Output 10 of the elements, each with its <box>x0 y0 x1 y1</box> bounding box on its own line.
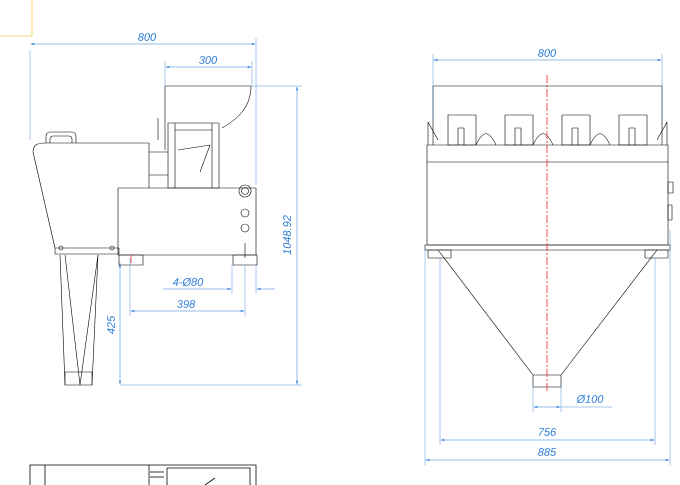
dimension-label: 300 <box>199 56 218 64</box>
dimension-label: 885 <box>538 448 556 456</box>
dimension-label: 800 <box>138 33 156 41</box>
dimension-label: 425 <box>107 316 115 334</box>
dimension-label: 756 <box>538 428 556 436</box>
dimension-label: 1048.92 <box>283 215 291 255</box>
dimension-label: 4-Ø80 <box>172 278 204 286</box>
dimension-label: Ø100 <box>576 394 604 404</box>
dimension-label: 398 <box>177 300 196 308</box>
dimension-label: 800 <box>538 49 556 57</box>
